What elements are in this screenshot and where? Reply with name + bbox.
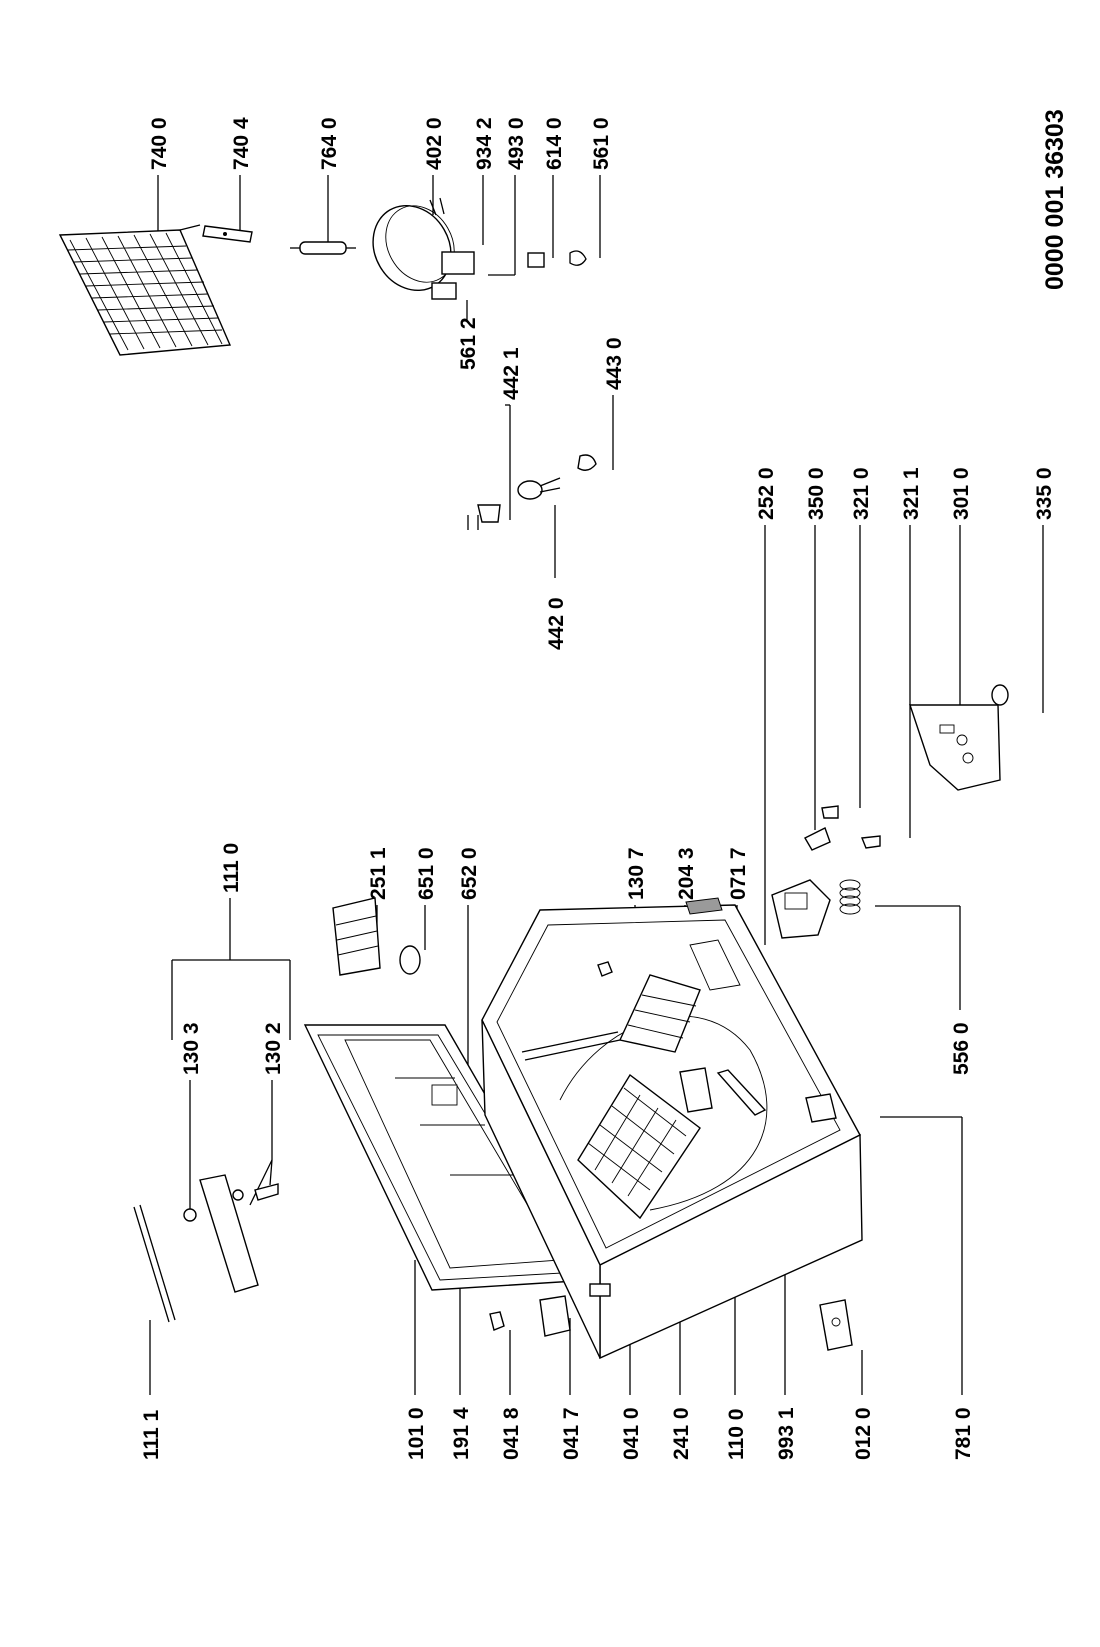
label-764-0: 764 0 [318, 117, 341, 170]
label-402-0: 402 0 [423, 117, 446, 170]
label-651-0: 651 0 [415, 847, 438, 900]
freezer-cabinet [481, 897, 863, 1360]
feet [489, 1295, 571, 1337]
label-111-0: 111 0 [220, 843, 243, 893]
label-071-7: 071 7 [727, 847, 750, 900]
label-130-7: 130 7 [625, 847, 648, 900]
small-electrical-parts [804, 805, 881, 851]
label-335-0: 335 0 [1033, 467, 1056, 520]
label-561-0: 561 0 [590, 117, 613, 170]
door-small-parts [332, 897, 421, 976]
label-781-0: 781 0 [952, 1407, 975, 1460]
label-130-2: 130 2 [262, 1022, 285, 1075]
condenser-coil [58, 224, 232, 356]
part-labels: 740 0 740 4 764 0 402 0 934 2 493 0 614 … [140, 109, 1069, 1460]
label-740-0: 740 0 [148, 117, 171, 170]
label-110-0: 110 0 [725, 1409, 748, 1460]
lid-spring [839, 879, 861, 915]
label-556-0: 556 0 [950, 1022, 973, 1075]
label-012-0: 012 0 [852, 1407, 875, 1460]
label-041-0: 041 0 [620, 1407, 643, 1460]
hinge-assembly [183, 1174, 279, 1293]
label-301-0: 301 0 [950, 467, 973, 520]
document-number: 0000 001 36303 [1041, 109, 1069, 290]
hinge-cover-strip [133, 1204, 176, 1323]
label-442-1: 442 1 [500, 347, 523, 400]
label-251-1: 251 1 [367, 847, 390, 900]
compressor-accessories [467, 454, 597, 530]
filter-drier [290, 241, 356, 255]
control-knob [991, 684, 1009, 706]
relay-starter [527, 250, 587, 268]
label-561-2: 561 2 [457, 317, 480, 370]
label-041-7: 041 7 [560, 1407, 583, 1460]
label-442-0: 442 0 [545, 597, 568, 650]
label-321-1: 321 1 [900, 467, 923, 520]
label-204-3: 204 3 [675, 847, 698, 900]
label-321-0: 321 0 [850, 467, 873, 520]
label-614-0: 614 0 [543, 117, 566, 170]
compressor [372, 197, 475, 300]
control-panel [909, 704, 1001, 791]
label-740-4: 740 4 [230, 117, 253, 170]
label-101-0: 101 0 [405, 1407, 428, 1460]
label-111-1: 111 1 [140, 1409, 163, 1460]
label-934-2: 934 2 [473, 117, 496, 170]
label-241-0: 241 0 [670, 1407, 693, 1460]
latch-plate [819, 1299, 853, 1351]
condenser-bracket [202, 225, 253, 243]
label-993-1: 993 1 [775, 1407, 798, 1460]
label-652-0: 652 0 [458, 847, 481, 900]
label-350-0: 350 0 [805, 467, 828, 520]
label-191-4: 191 4 [450, 1407, 473, 1460]
label-041-8: 041 8 [500, 1407, 523, 1460]
thermostat-housing [771, 879, 831, 939]
label-252-0: 252 0 [755, 467, 778, 520]
label-443-0: 443 0 [603, 337, 626, 390]
label-493-0: 493 0 [505, 117, 528, 170]
label-130-3: 130 3 [180, 1022, 203, 1075]
